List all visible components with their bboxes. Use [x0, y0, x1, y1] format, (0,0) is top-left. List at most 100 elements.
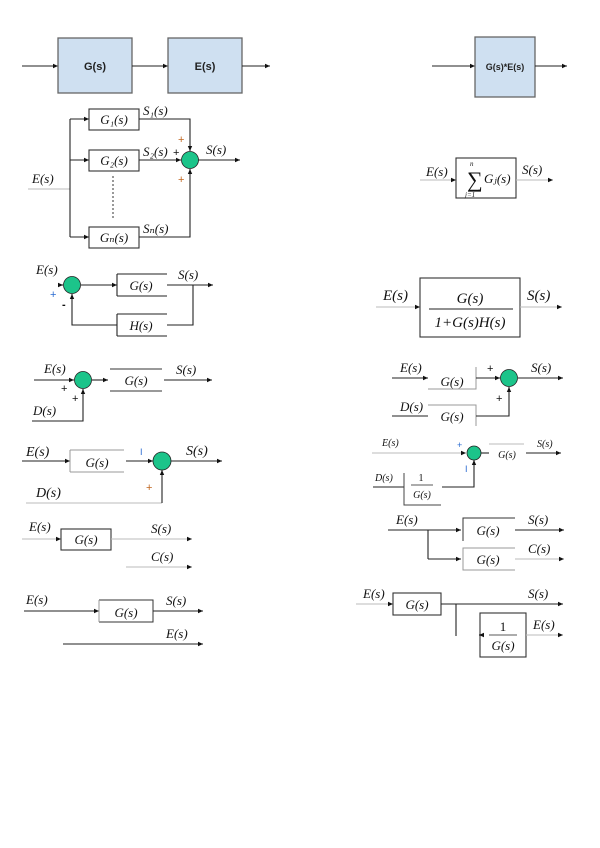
input-label: E(s)	[31, 171, 54, 186]
disturbance-label: D(s)	[35, 486, 61, 501]
block-g1	[428, 367, 477, 390]
output-label: S(s)	[176, 362, 196, 377]
block-e	[167, 37, 243, 94]
sign-minus: -	[62, 299, 66, 311]
block-g-label: G(s)	[405, 597, 428, 612]
takeoff-behind-diagram-right: E(s) G(s) S(s) 1 G(s) E(s)	[356, 586, 563, 658]
feedback-wire-out	[167, 285, 194, 326]
summing-junction	[74, 371, 92, 389]
series-diagram-left: G(s) E(s)	[22, 37, 270, 94]
inv-denominator: G(s)	[491, 638, 514, 653]
output-label: S(s)	[178, 267, 198, 282]
summer-ahead-diagram-left: E(s) + + D(s) G(s) S(s)	[32, 361, 212, 422]
summing-junction	[500, 369, 518, 387]
output-c-label: C(s)	[528, 541, 550, 556]
input-label: E(s)	[25, 445, 50, 460]
block-ge-label: G(s)*E(s)	[486, 62, 525, 72]
disturbance-wire	[442, 460, 477, 488]
block-g1-label: G(s)	[476, 523, 499, 538]
output-label: S(s)	[522, 162, 542, 177]
disturbance-label: D(s)	[399, 399, 423, 414]
sign-mid: +	[173, 147, 179, 159]
block-g-label: G(s)	[498, 450, 516, 461]
output-e-label: E(s)	[532, 617, 555, 632]
takeoff-ahead-diagram-right: E(s) G(s) S(s) G(s) C(s)	[388, 512, 564, 571]
disturbance-wire	[476, 387, 512, 417]
input-label: E(s)	[395, 512, 418, 527]
disturbance-label: D(s)	[32, 403, 56, 418]
input-label: E(s)	[25, 592, 48, 607]
closed-loop-block	[419, 277, 521, 338]
input-label: E(s)	[425, 164, 448, 179]
block-g1	[462, 517, 515, 541]
summing-junction	[152, 451, 172, 471]
summer-ahead-diagram-right: E(s) G(s) + S(s) D(s) G(s) +	[392, 360, 563, 426]
sign-input: +	[61, 383, 67, 395]
block-g1-label: G(s)	[440, 374, 463, 389]
output-label: S(s)	[537, 439, 553, 450]
output-label: S(s)	[527, 288, 550, 304]
output-s-label: S(s)	[528, 512, 548, 527]
output-e-label: E(s)	[165, 626, 188, 641]
input-label: E(s)	[43, 361, 66, 376]
sign-disturbance: +	[72, 393, 78, 405]
summer-behind-diagram-left: E(s) G(s) I S(s) D(s) +	[22, 444, 222, 504]
block-g2-label: G(s)	[476, 552, 499, 567]
sign-input: +	[487, 363, 493, 375]
inv-denominator: G(s)	[413, 490, 431, 501]
block-g2	[462, 547, 515, 571]
sn-wire	[139, 169, 193, 238]
sign-disturbance: I	[465, 464, 468, 474]
block-g2-label: G₂(s)	[100, 153, 128, 168]
takeoff-ahead-diagram-left: E(s) G(s) S(s) C(s)	[22, 519, 192, 570]
block-g-label: G(s)	[85, 455, 108, 470]
sigma-lower: j=1	[464, 191, 475, 199]
gj-label: Gⱼ(s)	[484, 171, 511, 186]
block-g1-label: G₁(s)	[100, 112, 128, 127]
summer-behind-diagram-right: E(s) + G(s) S(s) D(s) 1 G(s) I	[372, 438, 561, 506]
input-label: E(s)	[35, 262, 58, 277]
parallel-diagram-right: E(s) ∑ n j=1 Gⱼ(s) S(s)	[420, 157, 553, 199]
parallel-diagram-left: E(s) G₁(s) G₂(s) Gₙ(s) S₁(s) S₂(s) Sₙ(s)…	[28, 103, 240, 249]
sign-disturbance: +	[146, 482, 152, 494]
disturbance-label: D(s)	[374, 473, 393, 484]
feedback-diagram-right: E(s) G(s) 1+G(s)H(s) S(s)	[376, 277, 562, 338]
denominator: 1+G(s)H(s)	[435, 315, 506, 331]
summing-junction	[466, 445, 482, 461]
sign-bottom: +	[178, 174, 184, 186]
sign-input: +	[457, 440, 462, 450]
input-label: E(s)	[362, 586, 385, 601]
output-s-label: S(s)	[166, 593, 186, 608]
feedback-wire-in	[69, 294, 117, 326]
takeoff-behind-diagram-left: E(s) G(s) S(s) E(s)	[24, 592, 203, 647]
block-g2	[428, 404, 477, 426]
block-inv	[403, 473, 441, 506]
block-g	[69, 449, 124, 473]
sign-input: I	[140, 447, 143, 457]
block-h-label: H(s)	[128, 318, 152, 333]
block-g-label: G(s)	[124, 373, 147, 388]
sign-disturbance: +	[496, 393, 502, 405]
output-sn-label: Sₙ(s)	[143, 221, 169, 236]
output-s-label: S(s)	[528, 586, 548, 601]
output-label: S(s)	[531, 360, 551, 375]
block-g-label: G(s)	[114, 605, 137, 620]
inv-numerator: 1	[419, 473, 424, 484]
feedback-diagram-left: E(s) + - G(s) S(s) H(s)	[35, 262, 213, 337]
block-g-label: G(s)	[84, 61, 106, 73]
input-label: E(s)	[399, 360, 422, 375]
block-g2-label: G(s)	[440, 409, 463, 424]
summing-junction	[63, 276, 81, 294]
block-ge	[474, 36, 536, 98]
s1-wire	[139, 118, 193, 151]
block-e-label: E(s)	[195, 61, 216, 73]
output-s-label: S(s)	[151, 521, 171, 536]
sign-top: +	[178, 134, 184, 146]
output-c-label: C(s)	[151, 549, 173, 564]
sign-plus: +	[50, 289, 56, 301]
summing-junction	[181, 151, 199, 169]
input-label: E(s)	[28, 519, 51, 534]
numerator: G(s)	[457, 291, 484, 307]
series-diagram-right: G(s)*E(s)	[432, 36, 567, 98]
